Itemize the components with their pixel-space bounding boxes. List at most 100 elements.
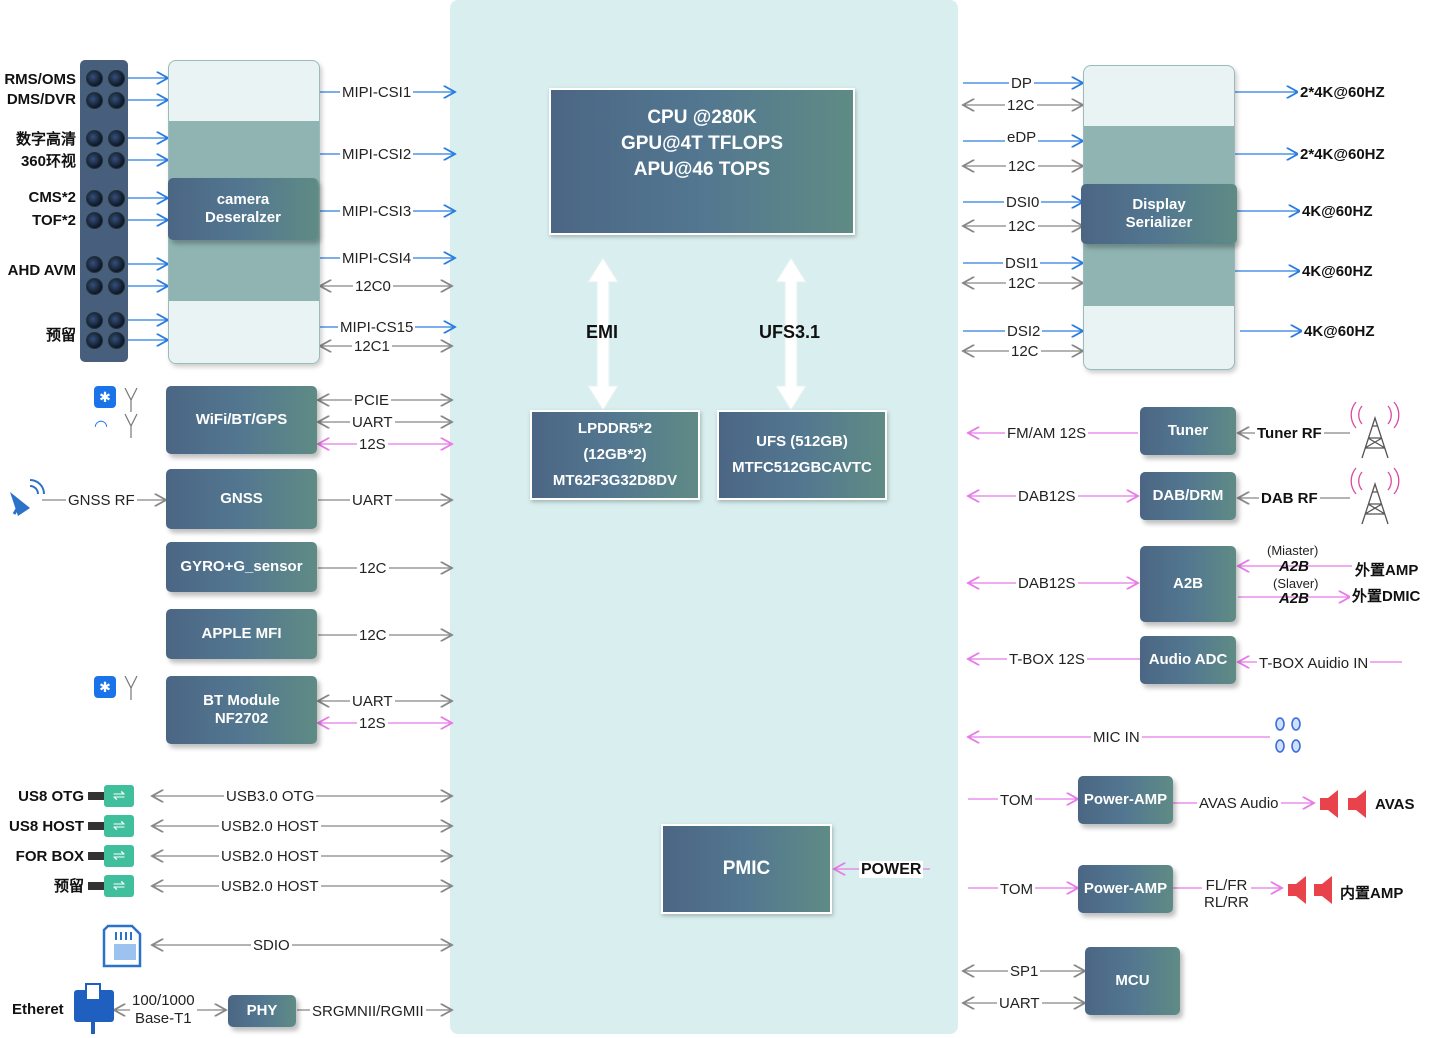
link-gnss-uart: UART	[350, 492, 395, 509]
camera-lens-icon	[108, 212, 125, 229]
camera-lens-icon	[86, 256, 103, 273]
tbox-audio-in-label: T-BOX Auidio IN	[1257, 655, 1371, 672]
camera-lens-icon	[86, 278, 103, 295]
camera-group-rms-oms: RMS/OMS	[4, 71, 76, 88]
display-serializer: Display Serializer	[1081, 184, 1237, 244]
link-bt-uart: UART	[350, 693, 395, 710]
audio-adc-block: Audio ADC	[1140, 636, 1236, 684]
internal-amp-label: 内置AMP	[1338, 885, 1406, 902]
link-dp-12c: 12C	[1005, 97, 1037, 114]
camera-deserializer: camera Deseralzer	[168, 178, 318, 240]
camera-group-cms: CMS*2	[28, 189, 76, 206]
external-amp-label: 外置AMP	[1353, 562, 1421, 579]
camera-lens-icon	[86, 130, 103, 147]
camera-group-hd: 数字高清	[15, 131, 76, 148]
link-dab12s-1: DAB12S	[1016, 488, 1078, 505]
usb-plug-3	[88, 852, 104, 860]
radio-tower-icon	[1350, 402, 1398, 460]
usb-host-label: US8 HOST	[8, 818, 84, 835]
link-mipi-csi1: MIPI-CSI1	[340, 84, 414, 101]
a2b-slave-role: (Slaver)	[1273, 576, 1319, 591]
radio-tower-icon-2	[1350, 468, 1398, 526]
camera-group-tof: TOF*2	[32, 212, 76, 229]
link-tom-1: TOM	[998, 792, 1036, 809]
ufs-storage-block: UFS (512GB) MTFC512GBCAVTC	[717, 410, 887, 500]
cpu-gpu-apu-block: CPU @280K GPU@4T TFLOPS APU@46 TOPS	[549, 88, 855, 235]
link-wifi-12s: 12S	[357, 436, 388, 453]
avas-audio-label: AVAS Audio	[1197, 795, 1281, 812]
link-sdio: SDIO	[251, 937, 292, 954]
usb-otg-label: US8 OTG	[18, 788, 84, 805]
mcu-block: MCU	[1085, 947, 1180, 1015]
link-wifi-uart: UART	[350, 414, 395, 431]
mic-in-label: MIC IN	[1091, 729, 1142, 746]
bluetooth-icon: ✱	[94, 386, 116, 408]
usb-icon: ⇌	[104, 875, 134, 897]
link-dsi2: DSI2	[1005, 323, 1043, 340]
emi-label: EMI	[586, 322, 619, 342]
camera-lens-icon	[108, 92, 125, 109]
camera-lens-icon	[108, 278, 125, 295]
tuner-rf-label: Tuner RF	[1255, 425, 1324, 442]
usb-plug-4	[88, 882, 104, 890]
display-output-1: 2*4K@60HZ	[1298, 84, 1387, 101]
link-tbox-12s: T-BOX 12S	[1007, 651, 1087, 668]
phy-block: PHY	[228, 995, 296, 1027]
link-mcu-uart: UART	[997, 995, 1042, 1012]
link-mfi-12c: 12C	[357, 627, 389, 644]
camera-lens-icon	[86, 70, 103, 87]
link-mcu-sp1: SP1	[1008, 963, 1041, 980]
speaker-icon-2	[1286, 874, 1334, 906]
pmic-block: PMIC	[661, 824, 832, 914]
link-dsi2-12c: 12C	[1009, 343, 1041, 360]
link-bt-12s: 12S	[357, 715, 388, 732]
sd-card-icon	[102, 924, 142, 968]
camera-group-reserved: 预留	[45, 327, 76, 344]
display-output-2: 2*4K@60HZ	[1298, 146, 1387, 163]
power-amp-internal: Power-AMP	[1078, 865, 1173, 913]
a2b-block: A2B	[1140, 546, 1236, 622]
wifi-bt-gps-module: WiFi/BT/GPS	[166, 386, 317, 454]
dab-rf-label: DAB RF	[1259, 490, 1320, 507]
ethernet-label: Etheret	[12, 1001, 64, 1018]
power-amp-avas: Power-AMP	[1078, 776, 1173, 824]
link-dp: DP	[1009, 75, 1034, 92]
link-dsi1: DSI1	[1003, 255, 1041, 272]
a2b-master-role: (Miaster)	[1267, 543, 1319, 558]
link-mipi-cs15: MIPI-CS15	[338, 319, 416, 336]
link-rgmii: SRGMNII/RGMII	[310, 1003, 426, 1020]
camera-lens-icon	[86, 92, 103, 109]
camera-lens-icon	[86, 190, 103, 207]
tuner-block: Tuner	[1140, 407, 1236, 455]
gyro-gsensor-module: GYRO+G_sensor	[166, 542, 317, 592]
link-pcie: PCIE	[352, 392, 392, 409]
bluetooth-icon-2: ✱	[94, 676, 116, 698]
camera-lens-icon	[108, 152, 125, 169]
camera-group-dms-dvr: DMS/DVR	[6, 91, 76, 108]
camera-lens-icon	[108, 130, 125, 147]
microphone-icon	[1272, 716, 1304, 756]
gnss-module: GNSS	[166, 469, 317, 529]
bt-module: BT Module NF2702	[166, 676, 317, 744]
link-fm-am-12s: FM/AM 12S	[1005, 425, 1089, 442]
camera-lens-icon	[86, 212, 103, 229]
link-tom-2: TOM	[998, 881, 1036, 898]
usb-icon: ⇌	[104, 815, 134, 837]
lpddr-block: LPDDR5*2 (12GB*2) MT62F3G32D8DV	[530, 410, 700, 500]
usb-box-label: FOR BOX	[15, 848, 84, 865]
display-output-5: 4K@60HZ	[1302, 323, 1377, 340]
link-usb20-host-2: USB2.0 HOST	[219, 848, 321, 865]
display-output-4: 4K@60HZ	[1300, 263, 1375, 280]
camera-lens-icon	[108, 332, 125, 349]
dab-drm-block: DAB/DRM	[1140, 472, 1236, 520]
camera-lens-icon	[108, 312, 125, 329]
usb-icon: ⇌	[104, 785, 134, 807]
camera-group-360: 360环视	[20, 153, 76, 170]
link-dsi0: DSI0	[1004, 194, 1042, 211]
link-usb20-host-1: USB2.0 HOST	[219, 818, 321, 835]
camera-group-ahd-avm: AHD AVM	[7, 262, 76, 279]
link-usb20-host-3: USB2.0 HOST	[219, 878, 321, 895]
link-edp-12c: 12C	[1006, 158, 1038, 175]
link-mipi-csi2: MIPI-CSI2	[340, 146, 414, 163]
camera-connector-strip	[80, 60, 128, 362]
